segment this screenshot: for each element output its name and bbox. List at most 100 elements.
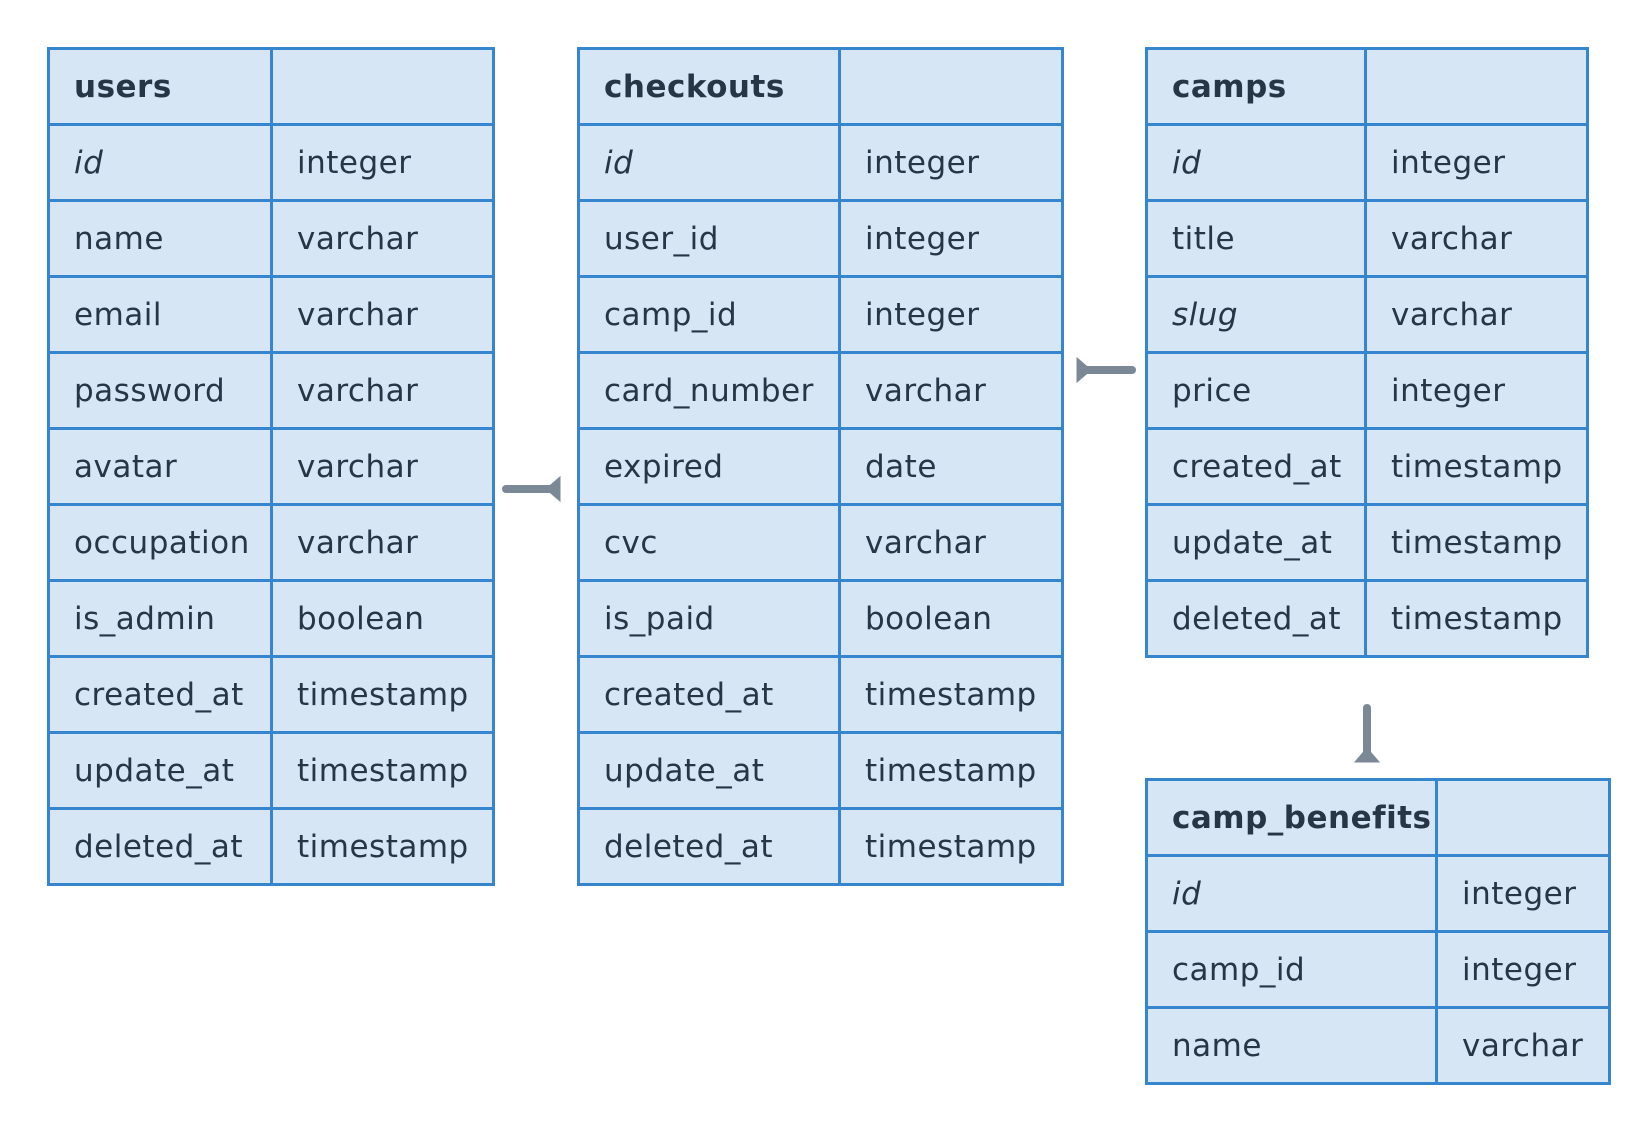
column-name: created_at: [1145, 427, 1367, 506]
table-title-blank: [270, 47, 495, 126]
column-type: timestamp: [838, 807, 1064, 886]
column-name: update_at: [577, 731, 841, 810]
column-name: created_at: [577, 655, 841, 734]
column-type: timestamp: [838, 731, 1064, 810]
table-title: users: [47, 47, 273, 126]
checkouts-header-row: checkouts: [577, 47, 1064, 126]
column-name: slug: [1145, 275, 1367, 354]
column-type: varchar: [1364, 199, 1589, 278]
table-title-blank: [1435, 778, 1611, 857]
column-name: deleted_at: [1145, 579, 1367, 658]
table-title: checkouts: [577, 47, 841, 126]
column-type: timestamp: [270, 655, 495, 734]
column-type: timestamp: [838, 655, 1064, 734]
table-title: camp_benefits: [1145, 778, 1438, 857]
column-type: date: [838, 427, 1064, 506]
column-name: update_at: [1145, 503, 1367, 582]
column-name: is_paid: [577, 579, 841, 658]
column-type: varchar: [270, 275, 495, 354]
column-name: price: [1145, 351, 1367, 430]
column-type: integer: [1364, 123, 1589, 202]
column-name: deleted_at: [47, 807, 273, 886]
column-name: update_at: [47, 731, 273, 810]
column-name: cvc: [577, 503, 841, 582]
column-name: card_number: [577, 351, 841, 430]
users-header-row: users: [47, 47, 495, 126]
column-name: email: [47, 275, 273, 354]
camps-header-row: camps: [1145, 47, 1589, 126]
column-type: timestamp: [1364, 503, 1589, 582]
column-name: created_at: [47, 655, 273, 734]
column-type: timestamp: [1364, 427, 1589, 506]
column-type: varchar: [1364, 275, 1589, 354]
column-name: deleted_at: [577, 807, 841, 886]
column-name: password: [47, 351, 273, 430]
column-name: user_id: [577, 199, 841, 278]
relation-users-checkouts: [502, 475, 561, 503]
relation-camps-camp-benefits: [1353, 704, 1381, 763]
column-type: varchar: [270, 199, 495, 278]
column-name: camp_id: [1145, 930, 1438, 1009]
table-title-blank: [1364, 47, 1589, 126]
column-type: boolean: [838, 579, 1064, 658]
column-type: varchar: [270, 503, 495, 582]
column-type: integer: [1364, 351, 1589, 430]
column-name: id: [1145, 123, 1367, 202]
column-type: integer: [838, 275, 1064, 354]
column-type: timestamp: [1364, 579, 1589, 658]
camp-benefits-header-row: camp_benefits: [1145, 778, 1611, 857]
column-name: name: [1145, 1006, 1438, 1085]
column-name: avatar: [47, 427, 273, 506]
column-type: varchar: [838, 351, 1064, 430]
column-type: varchar: [270, 427, 495, 506]
column-name: expired: [577, 427, 841, 506]
column-type: integer: [1435, 930, 1611, 1009]
column-name: id: [47, 123, 273, 202]
table-title: camps: [1145, 47, 1367, 126]
table-title-blank: [838, 47, 1064, 126]
column-name: is_admin: [47, 579, 273, 658]
column-type: varchar: [270, 351, 495, 430]
column-type: boolean: [270, 579, 495, 658]
column-name: id: [1145, 854, 1438, 933]
column-name: title: [1145, 199, 1367, 278]
column-type: integer: [838, 199, 1064, 278]
column-type: varchar: [838, 503, 1064, 582]
column-name: name: [47, 199, 273, 278]
column-name: id: [577, 123, 841, 202]
column-type: integer: [270, 123, 495, 202]
column-type: varchar: [1435, 1006, 1611, 1085]
column-type: timestamp: [270, 731, 495, 810]
